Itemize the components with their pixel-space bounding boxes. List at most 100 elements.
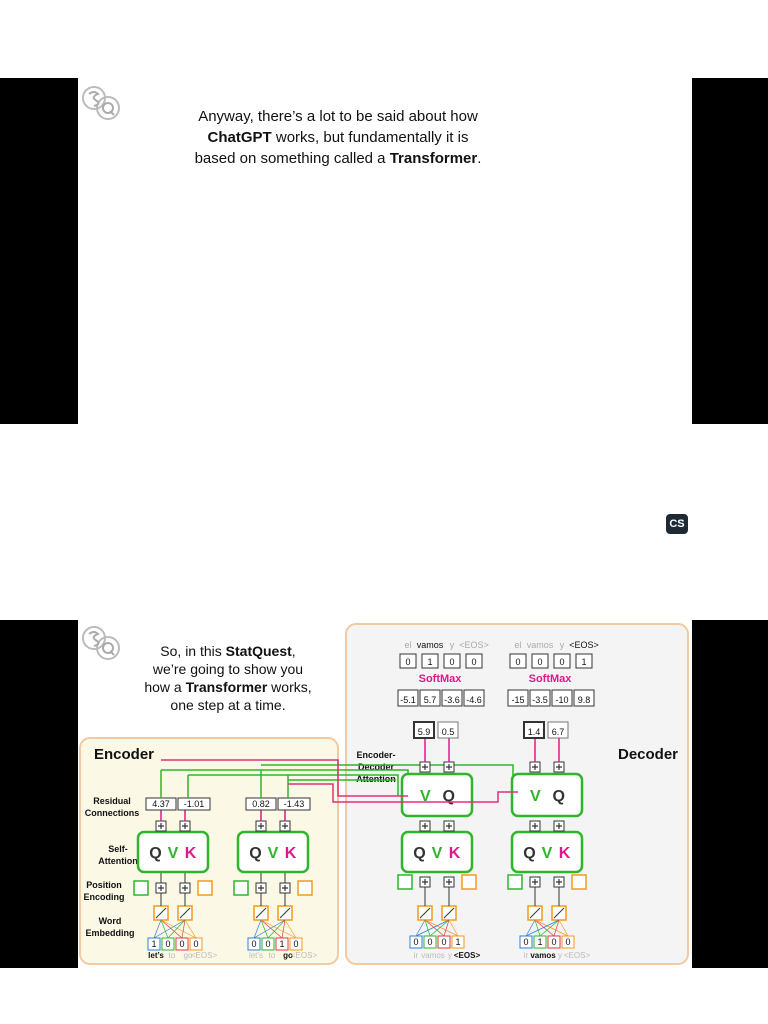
- dec0-pos-wave-1: [461, 874, 477, 890]
- dec0-logit-1-box: [419, 689, 441, 707]
- dec1-vocab-3: <EOS>: [564, 951, 591, 960]
- enc0-self-attention-q-letter: Q: [149, 845, 161, 862]
- dec1-out-vocab-2: y: [560, 640, 565, 650]
- intro-line-2: we’re going to show you: [152, 661, 303, 677]
- dec1-embed-edge-0-2: [534, 919, 555, 937]
- enc0-vocab-2: go: [184, 951, 193, 960]
- dec0-logit-0-box: [397, 689, 419, 707]
- encoder-decoder-attention-label: Attention: [356, 774, 396, 784]
- dec1-ed-plus-0: [532, 764, 538, 770]
- dec1-pos-plus-1: [556, 879, 562, 885]
- dec1-logit-3: 9.8: [578, 695, 591, 705]
- dec0-out-vocab-1: vamos: [417, 640, 444, 650]
- dec1-onehot-1: 1: [537, 937, 542, 947]
- dec0-logit-3: -4.6: [466, 695, 482, 705]
- enc1-embed-edge-0-1: [260, 919, 269, 939]
- dec0-logit-0: -5.1: [400, 695, 416, 705]
- enc0-self-attention-k-letter: K: [185, 845, 197, 862]
- enc1-onehot-0: 0: [251, 939, 256, 949]
- enc1-self-attention: [236, 830, 310, 874]
- enc1-onehot-1: 0: [265, 939, 270, 949]
- enc0-embed-edge-1-2: [181, 919, 186, 939]
- dec1-res-plus-0: [532, 823, 538, 829]
- dec1-logit-1-box: [529, 689, 551, 707]
- dec1-output-1: 6.7: [552, 727, 565, 737]
- enc1-self-attention-q-letter: Q: [249, 845, 261, 862]
- residual-connections-label: Connections: [85, 808, 140, 818]
- slide-1-line-3-end: .: [477, 150, 482, 167]
- dec1-embed-edge-1-3: [558, 919, 569, 937]
- dec1-prob-1: 0: [537, 657, 542, 667]
- dec1-output-0-box: [523, 721, 545, 739]
- dec1-output-0: 1.4: [528, 727, 541, 737]
- position-encoding-label: Position: [86, 880, 122, 890]
- dec1-prob-1-box: [531, 653, 549, 669]
- dec0-self-attention-k-letter: K: [449, 845, 461, 862]
- dec1-logit-2-box: [551, 689, 573, 707]
- enc0-residual-1: -1.01: [184, 799, 205, 809]
- dec1-self-attention-k-letter: K: [559, 845, 571, 862]
- self-attention-label: Self-: [108, 844, 128, 854]
- enc1-embed-edge-0-2: [260, 919, 283, 939]
- enc1-embed-edge-0-0: [253, 919, 262, 939]
- dec0-pos-plus-0: [422, 879, 428, 885]
- enc1-onehot-2: 1: [279, 939, 284, 949]
- intro-line-3-part: Transformer: [186, 679, 268, 695]
- dec0-vocab-0: ir: [414, 951, 419, 960]
- dec1-encoder-decoder-attention-v-letter: V: [530, 788, 541, 805]
- dec1-ed-plus-1: [556, 764, 562, 770]
- enc-to-dec-green-b: [188, 774, 399, 796]
- intro-line-4: one step at a time.: [170, 697, 285, 713]
- intro-line-1-part: ,: [292, 643, 296, 659]
- enc1-pos-plus-1: [282, 885, 288, 891]
- enc0-onehot-3: 0: [193, 939, 198, 949]
- dec1-softmax-label: SoftMax: [529, 673, 573, 685]
- enc0-pos-plus-1: [182, 885, 188, 891]
- dec0-vocab-1: vamos: [421, 951, 445, 960]
- dec0-embed-edge-0-3: [424, 919, 459, 937]
- dec0-output-0: 5.9: [418, 727, 431, 737]
- dec1-logit-1: -3.5: [532, 695, 548, 705]
- dec0-embed-edge-0-2: [424, 919, 445, 937]
- dec0-self-attention-v-letter: V: [432, 845, 443, 862]
- dec1-vocab-1: vamos: [530, 951, 556, 960]
- dec0-output-1: 0.5: [442, 727, 455, 737]
- slide-1-line-3-start: based on something called a: [194, 150, 390, 167]
- enc1-pos-wave-1: [297, 880, 313, 896]
- dec1-logit-0: -15: [511, 695, 524, 705]
- dec1-embed-edge-1-0: [525, 919, 560, 937]
- enc0-embedding-line-0: [155, 907, 167, 919]
- enc0-pos-wave-1: [197, 880, 213, 896]
- transformer-bold: Transformer: [389, 150, 478, 167]
- position-encoding-label: Encoding: [84, 892, 125, 902]
- dec0-res-plus-0: [422, 823, 428, 829]
- slide-1: Anyway, there’s a lot to be said about h…: [78, 78, 692, 424]
- dec0-ed-plus-0: [422, 764, 428, 770]
- enc0-vocab-0: let’s: [148, 951, 164, 960]
- dec0-out-vocab-2: y: [450, 640, 455, 650]
- enc0-embed-edge-1-0: [153, 919, 186, 939]
- dec0-embedding-line-0: [419, 907, 431, 919]
- slide-1-line-1: Anyway, there’s a lot to be said about h…: [198, 108, 478, 125]
- slide-1-line-2-rest: works, but fundamentally it is: [271, 129, 469, 146]
- dec0-output-0-box: [413, 721, 435, 739]
- enc1-residual-0: 0.82: [252, 799, 270, 809]
- dec1-vocab-2: y: [558, 951, 562, 960]
- dec0-onehot-0: 0: [413, 937, 418, 947]
- enc0-embed-edge-1-3: [184, 919, 197, 939]
- left-bar-bottom: [0, 620, 78, 968]
- dec0-pos-wave-0: [397, 874, 413, 890]
- dec0-out-vocab-3: <EOS>: [459, 640, 489, 650]
- enc1-vocab-0: let’s: [249, 951, 263, 960]
- dec0-ed-plus-1: [446, 764, 452, 770]
- statquest-logo-icon: [82, 626, 120, 660]
- intro-line-4-part: one step at a time.: [170, 697, 285, 713]
- dec1-prob-2-box: [553, 653, 571, 669]
- dec1-prob-3-box: [575, 653, 593, 669]
- slide-1-text: Anyway, there’s a lot to be said about h…: [118, 106, 558, 169]
- dec1-prob-3: 1: [581, 657, 586, 667]
- dec0-prob-2-box: [443, 653, 461, 669]
- encoder-decoder-attention-label: Decoder: [358, 762, 395, 772]
- dec0-embedding-line-1: [443, 907, 455, 919]
- enc0-res-plus-0: [158, 823, 164, 829]
